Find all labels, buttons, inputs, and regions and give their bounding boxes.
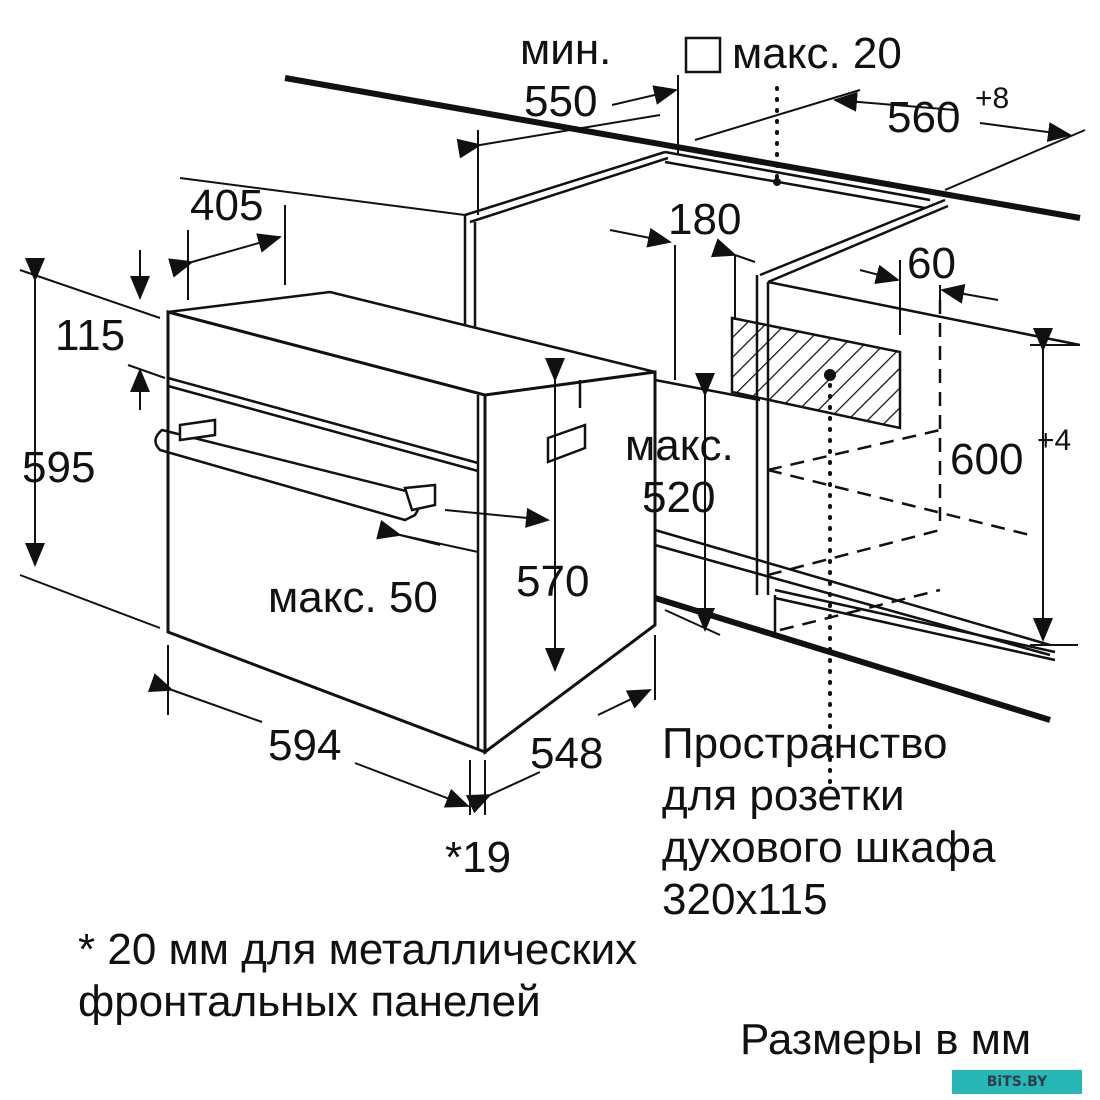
label-180: 180 — [668, 195, 741, 244]
dimension-labels: мин. 550 макс. 20 560 +8 405 180 60 115 … — [22, 25, 1071, 882]
label-max-20: макс. 20 — [732, 29, 902, 78]
label-520: 520 — [642, 473, 715, 522]
label-60: 60 — [907, 239, 956, 288]
label-600-tolerance: +4 — [1037, 424, 1071, 457]
label-max-50: макс. 50 — [268, 573, 438, 622]
label-600: 600 — [950, 435, 1023, 484]
watermark-logo: BiTS.BY — [952, 1070, 1082, 1094]
socket-area — [730, 86, 902, 792]
label-560-tolerance: +8 — [975, 82, 1009, 115]
oven-handle — [154, 418, 437, 522]
label-548: 548 — [530, 729, 603, 778]
units-note: Размеры в мм — [740, 1015, 1031, 1064]
label-19: *19 — [445, 833, 511, 882]
square-icon — [684, 36, 722, 74]
label-570: 570 — [516, 557, 589, 606]
label-405: 405 — [190, 181, 263, 230]
socket-note-line: 320x115 — [662, 875, 828, 924]
dimension-lines — [19, 75, 1086, 815]
socket-note-line: для розетки — [662, 771, 905, 820]
label-115: 115 — [55, 311, 125, 360]
footnote-line: фронтальных панелей — [78, 977, 541, 1026]
label-594: 594 — [268, 721, 341, 770]
label-max: макс. — [625, 421, 734, 470]
label-550: 550 — [524, 77, 597, 126]
oven — [154, 290, 657, 755]
label-595: 595 — [22, 443, 95, 492]
countertop — [284, 75, 1081, 284]
cabinet — [463, 215, 1081, 723]
socket-note-line: Пространство — [662, 719, 947, 768]
socket-note-line: духового шкафа — [662, 823, 996, 872]
footnote: * 20 мм для металлических фронтальных па… — [78, 925, 637, 1026]
label-min: мин. — [520, 25, 611, 74]
label-560: 560 — [887, 93, 960, 142]
footnote-line: * 20 мм для металлических — [78, 925, 637, 974]
socket-note: Пространство для розетки духового шкафа … — [662, 719, 996, 924]
